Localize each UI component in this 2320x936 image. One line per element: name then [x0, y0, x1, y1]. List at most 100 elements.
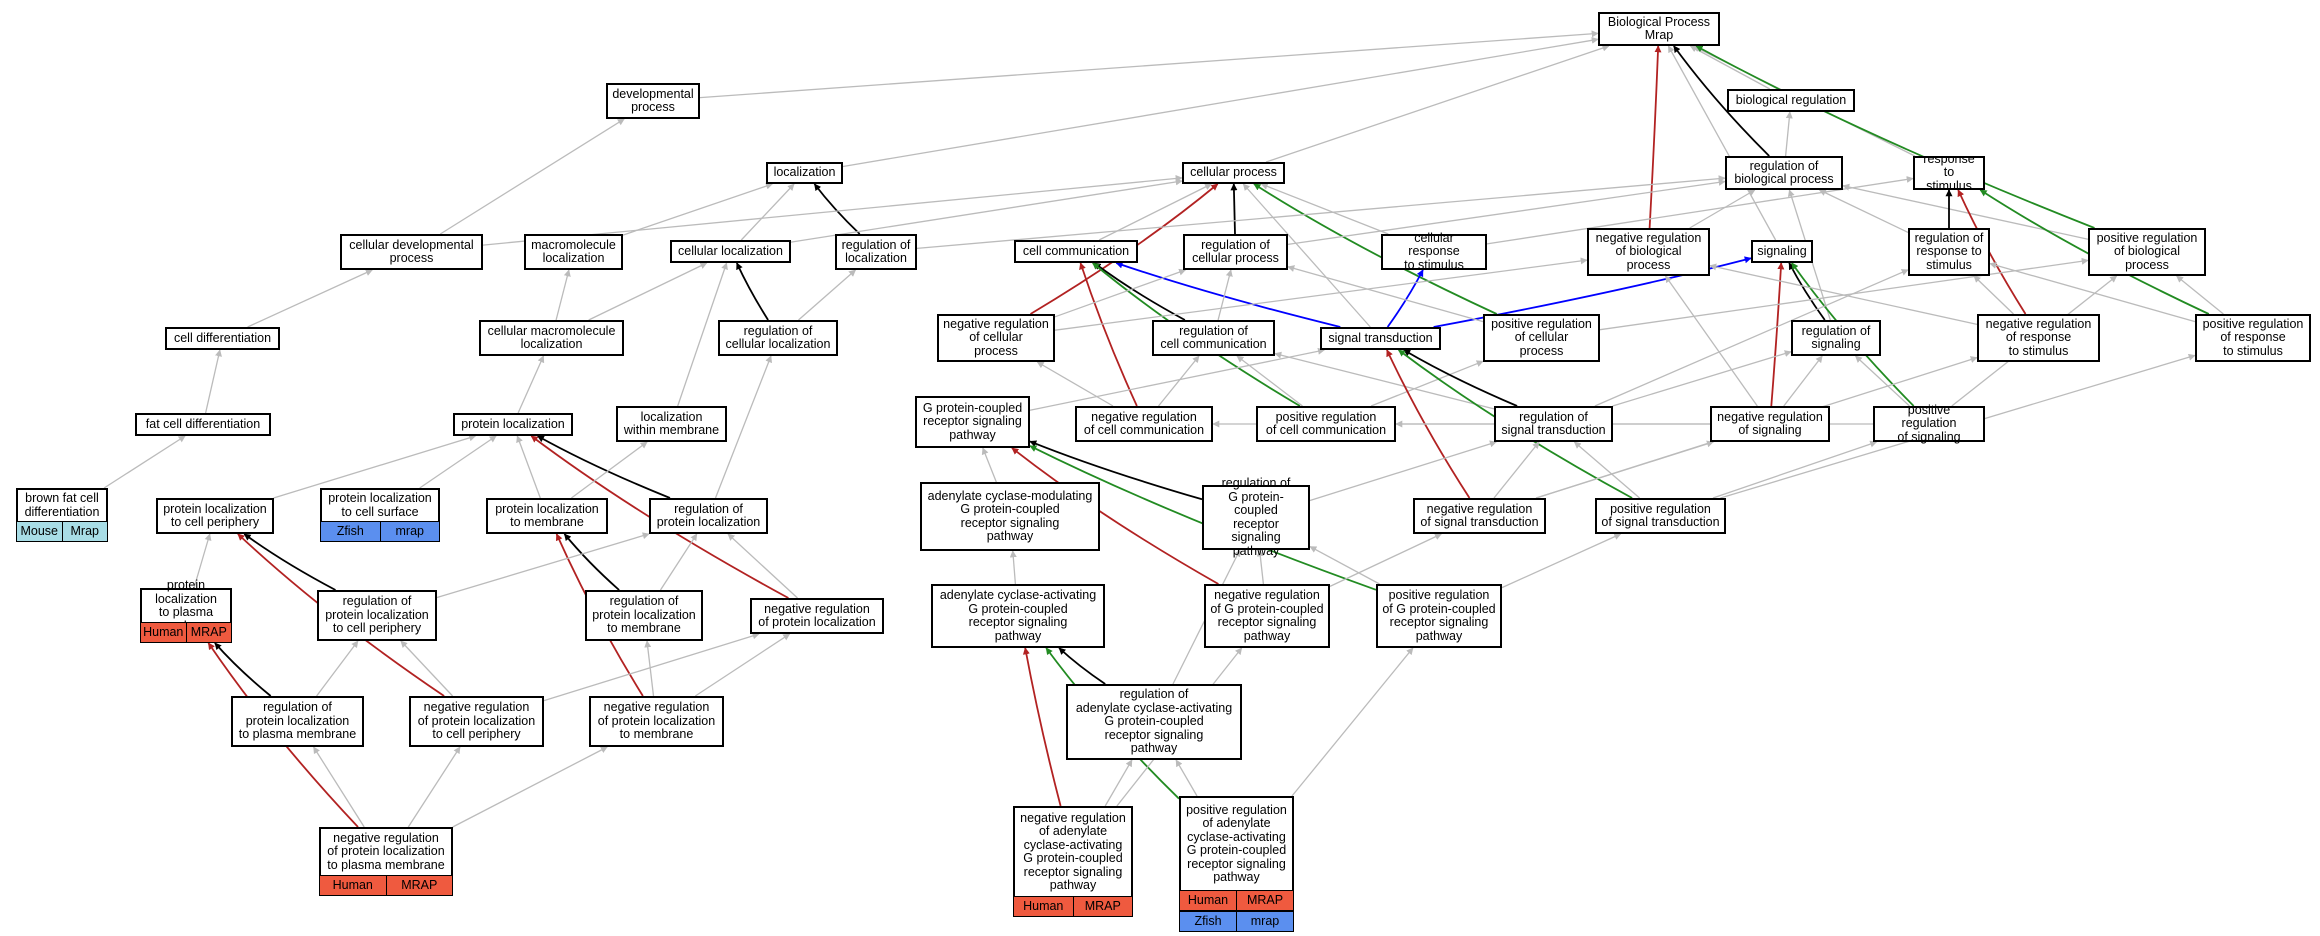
edge-neg_reg_cell_comm-to-reg_cell_comm — [1157, 355, 1200, 407]
edge-reg_prot_loc_pm-to-prot_loc_pm — [214, 642, 272, 697]
node-neg-reg-prot-loc[interactable]: negative regulation of protein localizat… — [750, 598, 884, 634]
node-neg-reg-cell-proc[interactable]: negative regulation of cellular process — [937, 314, 1055, 362]
edge-pos_reg_resp_stim-to-pos_reg_bio_proc — [2176, 275, 2224, 315]
node-prot-loc[interactable]: protein localization — [453, 413, 573, 436]
node-neg-reg-prot-loc-pm[interactable]: negative regulation of protein localizat… — [319, 827, 453, 875]
node-neg-reg-ac-act[interactable]: negative regulation of adenylate cyclase… — [1013, 806, 1133, 896]
node-prot-loc-mem[interactable]: protein localization to membrane — [486, 498, 608, 534]
node-prot-loc-pm[interactable]: protein localization to plasma membrane — [140, 578, 232, 632]
edge-neg_reg_signaling-to-neg_reg_bio_proc — [1664, 275, 1758, 407]
edge-neg_reg_prot_loc_mem-to-neg_reg_prot_loc — [694, 633, 791, 697]
edge-cell_comm-to-cell_proc — [1098, 183, 1213, 241]
node-cell-proc[interactable]: cellular process — [1182, 162, 1285, 184]
node-cell-macro-loc[interactable]: cellular macromolecule localization — [479, 320, 624, 356]
node-reg-prot-loc-periph[interactable]: regulation of protein localization to ce… — [317, 590, 437, 641]
node-pos-reg-bio-proc[interactable]: positive regulation of biological proces… — [2088, 228, 2206, 276]
edge-cell_dev_proc-to-dev_proc — [439, 118, 625, 235]
edge-neg_reg_signaling-to-reg_signaling — [1783, 355, 1823, 407]
node-cell-comm[interactable]: cell communication — [1014, 240, 1138, 263]
node-brown-fat[interactable]: brown fat cell differentiation — [16, 488, 108, 521]
node-cell-resp-stim[interactable]: cellular response to stimulus — [1381, 231, 1487, 272]
node-reg-prot-loc-pm[interactable]: regulation of protein localization to pl… — [231, 696, 364, 747]
edge-reg_cell_comm-to-reg_cell_proc — [1217, 269, 1233, 321]
node-macro-loc[interactable]: macromolecule localization — [524, 234, 623, 270]
node-neg-reg-cell-comm[interactable]: negative regulation of cell communicatio… — [1075, 406, 1213, 442]
node-dev-proc[interactable]: developmental process — [606, 83, 700, 119]
node-resp-stim[interactable]: response to stimulus — [1913, 152, 1985, 193]
node-pos-reg-ac-act[interactable]: positive regulation of adenylate cyclase… — [1179, 796, 1294, 890]
node-gpcr-path[interactable]: G protein-coupled receptor signaling pat… — [915, 396, 1030, 448]
edge-reg_bio_proc-to-bp_mrap — [1673, 45, 1770, 157]
node-loc-within-mem[interactable]: localization within membrane — [616, 406, 727, 442]
edge-reg_signaling-to-signaling — [1788, 262, 1826, 321]
node-pos-reg-gpcr[interactable]: positive regulation of G protein-coupled… — [1376, 584, 1502, 648]
node-pos-reg-cell-comm[interactable]: positive regulation of cell communicatio… — [1256, 406, 1396, 442]
node-pos-reg-resp-stim[interactable]: positive regulation of response to stimu… — [2195, 314, 2311, 362]
node-neg-reg-prot-loc-periph[interactable]: negative regulation of protein localizat… — [409, 696, 544, 747]
node-ac-act-path[interactable]: adenylate cyclase-activating G protein-c… — [931, 584, 1105, 648]
edge-brown_fat-to-fat_cell_diff — [103, 435, 186, 489]
edge-pos_reg_cell_proc-to-cell_proc — [1253, 183, 1498, 315]
node-cell-diff[interactable]: cell differentiation — [165, 327, 280, 350]
edge-neg_reg_gpcr-to-neg_reg_sig_trans — [1329, 533, 1442, 587]
node-reg-loc[interactable]: regulation of localization — [835, 234, 917, 270]
node-pos-reg-sig-trans[interactable]: positive regulation of signal transducti… — [1595, 498, 1726, 534]
node-localization[interactable]: localization — [766, 162, 843, 184]
node-ac-mod-path[interactable]: adenylate cyclase-modulating G protein-c… — [920, 482, 1100, 551]
node-signaling[interactable]: signaling — [1751, 240, 1813, 263]
node-cell-dev-proc[interactable]: cellular developmental process — [340, 234, 483, 270]
edge-neg_reg_ac_act-to-ac_act_path — [1022, 647, 1062, 807]
node-reg-signaling[interactable]: regulation of signaling — [1791, 320, 1881, 356]
node-reg-resp-stim[interactable]: regulation of response to stimulus — [1908, 228, 1990, 276]
edge-pos_reg_ac_act-to-reg_ac_act — [1175, 759, 1198, 797]
annotation-cell: Human — [1179, 890, 1237, 911]
node-neg-reg-gpcr[interactable]: negative regulation of G protein-coupled… — [1204, 584, 1330, 648]
node-reg-cell-comm[interactable]: regulation of cell communication — [1152, 320, 1275, 356]
node-bio-reg[interactable]: biological regulation — [1727, 89, 1855, 112]
edge-neg_reg_prot_loc_mem-to-reg_prot_loc_mem — [644, 640, 655, 697]
node-reg-cell-proc[interactable]: regulation of cellular process — [1183, 234, 1288, 270]
node-reg-bio-proc[interactable]: regulation of biological process — [1725, 156, 1843, 190]
edge-prot_loc_mem-to-loc_within_mem — [571, 441, 648, 499]
annotation-cell: mrap — [1237, 911, 1294, 932]
edge-pos_reg_bio_proc-to-reg_bio_proc — [1842, 183, 2089, 240]
node-neg-reg-prot-loc-mem[interactable]: negative regulation of protein localizat… — [589, 696, 724, 747]
edge-neg_reg_cell_comm-to-cell_comm — [1079, 262, 1138, 407]
edge-pos_reg_cell_proc-to-reg_cell_proc — [1287, 265, 1484, 323]
edge-neg_reg_cell_proc-to-reg_cell_proc — [1054, 268, 1187, 318]
node-cell-loc[interactable]: cellular localization — [670, 240, 791, 263]
edge-neg_reg_cell_comm-to-neg_reg_cell_proc — [1036, 361, 1114, 407]
edge-prot_loc-to-cell_macro_loc — [517, 355, 545, 414]
node-reg-cell-loc[interactable]: regulation of cellular localization — [718, 320, 838, 356]
node-pos-reg-cell-proc[interactable]: positive regulation of cellular process — [1483, 314, 1600, 362]
edge-cell_proc-to-bp_mrap — [1265, 44, 1610, 163]
edge-reg_sig_trans-to-reg_cell_comm — [1274, 351, 1495, 410]
node-neg-reg-sig-trans[interactable]: negative regulation of signal transducti… — [1413, 498, 1546, 534]
node-neg-reg-resp-stim[interactable]: negative regulation of response to stimu… — [1977, 314, 2100, 362]
edge-reg_ac_act-to-ac_act_path — [1058, 647, 1106, 685]
node-reg-ac-act[interactable]: regulation of adenylate cyclase-activati… — [1066, 684, 1242, 760]
edge-neg_reg_prot_loc_pm-to-neg_reg_prot_loc_periph — [407, 746, 461, 828]
node-sig-trans[interactable]: signal transduction — [1320, 327, 1441, 350]
node-neg-reg-signaling[interactable]: negative regulation of signaling — [1710, 406, 1830, 442]
edge-neg_reg_bio_proc-to-bp_mrap — [1648, 45, 1662, 229]
edge-sig_trans-to-cell_comm — [1115, 261, 1341, 328]
edge-pos_reg_cell_proc-to-pos_reg_bio_proc — [1599, 257, 2089, 331]
node-prot-loc-surface[interactable]: protein localization to cell surface — [320, 488, 440, 521]
edge-pos_reg_ac_act-to-pos_reg_gpcr — [1291, 647, 1414, 797]
node-neg-reg-bio-proc[interactable]: negative regulation of biological proces… — [1587, 228, 1710, 276]
node-reg-gpcr[interactable]: regulation of G protein-coupled receptor… — [1202, 476, 1310, 557]
node-reg-sig-trans[interactable]: regulation of signal transduction — [1494, 406, 1613, 442]
node-pos-reg-signaling[interactable]: positive regulation of signaling — [1873, 403, 1985, 444]
node-bp-mrap[interactable]: Biological Process Mrap — [1598, 12, 1720, 46]
node-fat-cell-diff[interactable]: fat cell differentiation — [135, 413, 271, 436]
node-reg-prot-loc[interactable]: regulation of protein localization — [649, 498, 768, 534]
edge-cell_diff-to-cell_dev_proc — [247, 269, 373, 328]
node-reg-prot-loc-mem[interactable]: regulation of protein localization to me… — [585, 590, 703, 641]
annotation-cell: MRAP — [1073, 896, 1133, 917]
edge-reg_prot_loc-to-prot_loc — [536, 435, 671, 499]
node-prot-loc-periph[interactable]: protein localization to cell periphery — [156, 498, 274, 534]
edge-reg_prot_loc-to-reg_cell_loc — [714, 355, 772, 499]
